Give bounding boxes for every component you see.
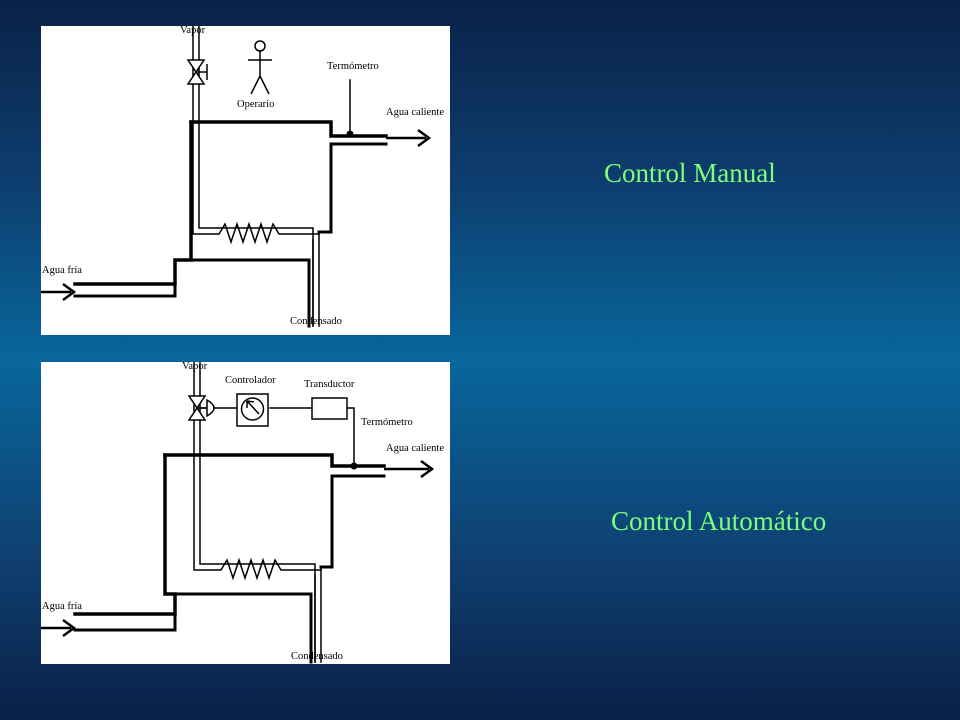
transducer-label: Transductor (304, 379, 355, 390)
hot-water-label: Agua caliente (386, 107, 445, 118)
cold-water-arrow-icon (41, 618, 77, 638)
steam-valve-icon (186, 59, 208, 85)
thermometer-sensor (346, 130, 354, 138)
manual-process-schematic (41, 26, 432, 328)
condensate-label: Condensado (291, 651, 343, 662)
thermometer-label: Termómetro (361, 417, 413, 428)
steam-pipe (193, 362, 322, 581)
operator-icon (248, 40, 272, 95)
automatic-control-title: Control Automático (611, 506, 827, 536)
hot-water-arrow-icon (384, 459, 435, 479)
cold-water-label: Agua fría (42, 601, 82, 612)
vapor-label: Vapor (180, 25, 206, 36)
steam-pipe (192, 26, 320, 245)
transducer-icon (311, 397, 348, 420)
hot-water-arrow-icon (386, 128, 432, 148)
controller-icon (236, 393, 269, 427)
vapor-label: Vapor (182, 361, 208, 372)
cold-water-label: Agua fría (42, 265, 82, 276)
condensate-label: Condensado (290, 316, 342, 327)
cold-water-arrow-icon (41, 282, 77, 302)
controller-label: Controlador (225, 375, 276, 386)
thermometer-label: Termómetro (327, 61, 379, 72)
automatic-process-schematic (41, 362, 435, 664)
thermometer-sensor (350, 462, 358, 470)
tank-outline (73, 453, 177, 616)
operator-label: Operario (237, 99, 275, 110)
manual-control-diagram: Vapor Operario Termómetro Agua caliente … (41, 25, 450, 335)
manual-control-title: Control Manual (604, 158, 776, 188)
automatic-control-diagram: Vapor Controlador Transductor Termómetro… (41, 361, 450, 664)
hot-water-label: Agua caliente (386, 443, 445, 454)
control-valve-icon (187, 395, 237, 421)
